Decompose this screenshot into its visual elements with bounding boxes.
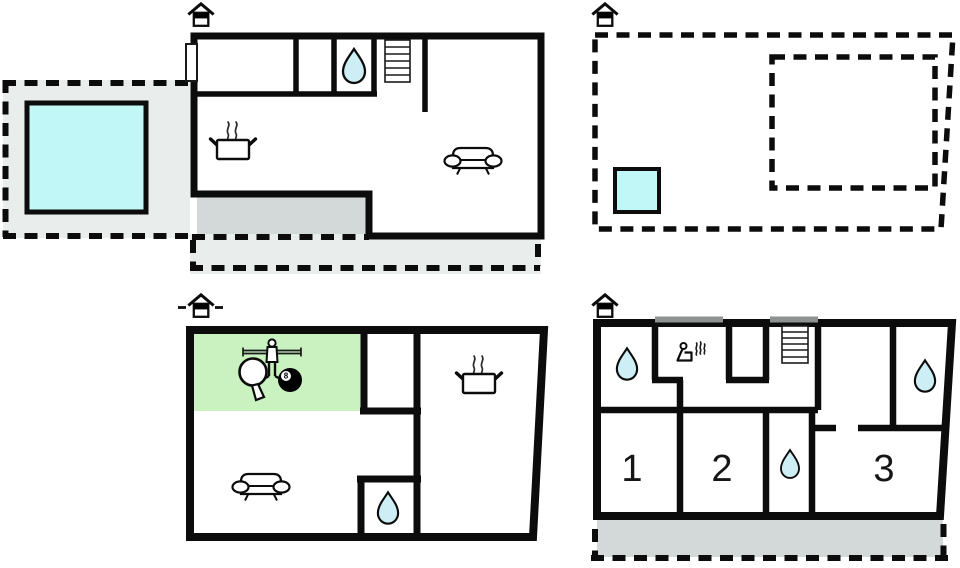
entrance-icon bbox=[592, 2, 618, 28]
terrace-area bbox=[597, 520, 943, 557]
patio-dashed-border bbox=[190, 234, 541, 271]
staircase-icon bbox=[781, 325, 809, 364]
room-3-label: 3 bbox=[873, 448, 894, 490]
entrance-icon bbox=[188, 293, 214, 319]
sauna-person-icon bbox=[676, 341, 706, 362]
eight-ball-number: 8 bbox=[284, 372, 289, 381]
entrance-icon bbox=[592, 293, 618, 319]
interior-walls bbox=[597, 323, 946, 516]
window-segment bbox=[770, 316, 818, 323]
inner-dashed-area bbox=[769, 54, 938, 191]
staircase-icon bbox=[384, 39, 411, 83]
plan-outdoor-area bbox=[592, 2, 956, 232]
plan-second-building-ground: 8 bbox=[178, 293, 549, 541]
hot-tub bbox=[613, 167, 661, 214]
window-segment bbox=[655, 316, 723, 323]
covered-terrace-area bbox=[197, 197, 369, 234]
room-1-label: 1 bbox=[621, 448, 642, 490]
billiard-eight-ball-icon: 8 bbox=[278, 368, 302, 392]
interior-walls bbox=[191, 38, 428, 112]
table-tennis-paddle-icon bbox=[238, 357, 268, 402]
pool-terrace-dashed-border bbox=[2, 80, 189, 239]
plan-upper-floor: 1 2 3 bbox=[591, 293, 957, 561]
entrance-icon bbox=[188, 2, 214, 28]
activity-zone bbox=[194, 334, 361, 411]
interior-walls bbox=[357, 330, 421, 537]
swimming-pool bbox=[24, 100, 149, 215]
terrace-dashed-border bbox=[591, 524, 952, 561]
plan-house-ground-floor bbox=[2, 2, 545, 274]
door-icon bbox=[185, 43, 198, 82]
garden-plot-area bbox=[592, 32, 956, 232]
room-2-label: 2 bbox=[711, 448, 732, 490]
building-outline bbox=[593, 319, 957, 520]
foosball-player-icon bbox=[242, 338, 302, 380]
